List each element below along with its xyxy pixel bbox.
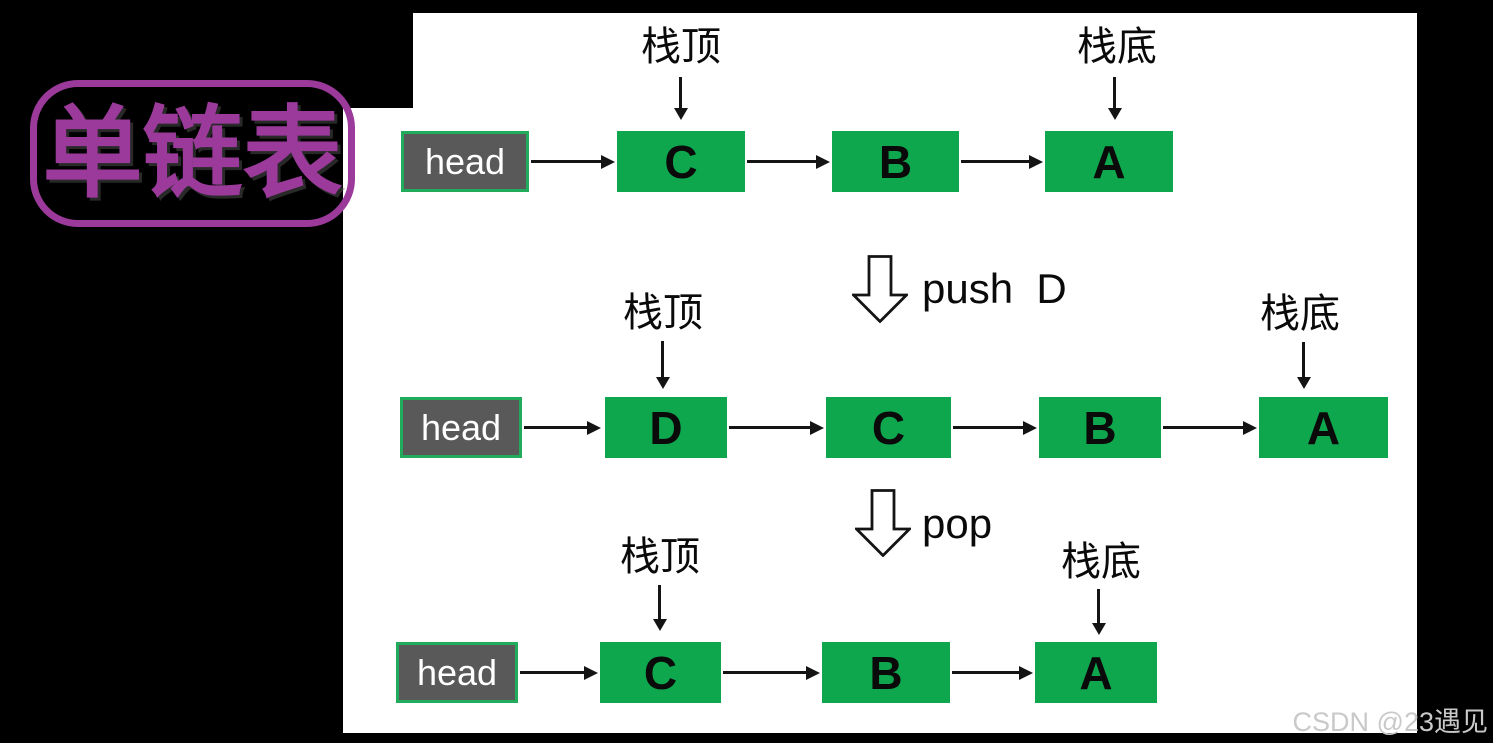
stack-top-pointer-arrow [653,585,667,631]
white-panel [343,13,1417,733]
stack-bottom-label: 栈底 [1077,25,1157,69]
stack-bottom-pointer-arrow [1092,589,1106,635]
stack-bottom-pointer-arrow [1297,342,1311,389]
operation-label-pop: pop [922,500,993,547]
link-arrow [729,421,824,435]
diagram-title-badge: 单链表 [30,80,355,227]
link-arrow [1163,421,1257,435]
list-node: A [1035,642,1157,703]
watermark: CSDN @23遇见 [1292,707,1488,737]
operation-label-push: push D [922,265,1067,312]
link-arrow [520,666,598,680]
stack-top-pointer-arrow [656,341,670,389]
top-left-black-notch [343,13,413,108]
stack-top-label: 栈顶 [623,291,703,335]
list-node: B [822,642,950,703]
stack-top-pointer-arrow [674,77,688,120]
list-node: A [1045,131,1173,192]
link-arrow [747,155,830,169]
link-arrow [723,666,820,680]
link-arrow [953,421,1037,435]
list-node: D [605,397,727,458]
stack-top-label: 栈顶 [620,535,700,579]
stack-bottom-label: 栈底 [1260,292,1340,336]
push-down-arrow-icon [852,255,908,323]
link-arrow [952,666,1033,680]
link-arrow [961,155,1043,169]
list-node: B [832,131,959,192]
link-arrow [531,155,615,169]
stack-bottom-label: 栈底 [1061,540,1141,584]
list-node: C [617,131,745,192]
stack-bottom-pointer-arrow [1108,77,1122,120]
diagram-title: 单链表 [42,97,343,210]
stack-top-label: 栈顶 [641,25,721,69]
list-node: B [1039,397,1161,458]
head-node: head [400,397,522,458]
pop-down-arrow-icon [855,489,911,557]
list-node: C [826,397,951,458]
list-node: A [1259,397,1388,458]
link-arrow [524,421,601,435]
list-node: C [600,642,721,703]
head-node: head [396,642,518,703]
head-node: head [401,131,529,192]
